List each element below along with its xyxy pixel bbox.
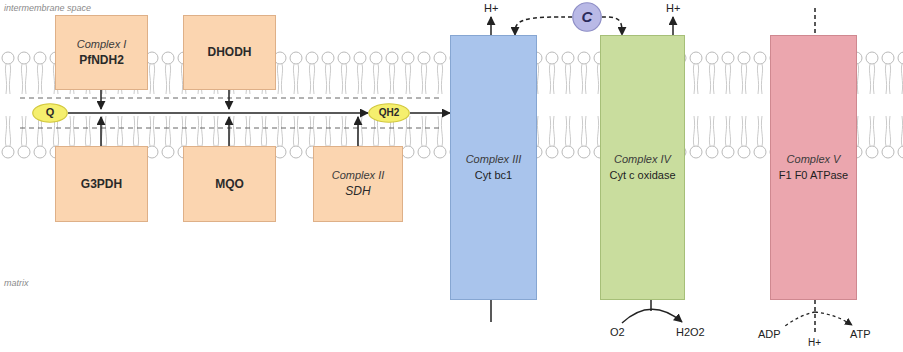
electron-arrow — [100, 117, 102, 146]
molecule-label: H2O2 — [676, 326, 705, 339]
ion-label: H+ — [666, 2, 680, 15]
electron-arrow — [228, 90, 230, 109]
electron-arrow — [357, 117, 359, 146]
reaction-arrow — [622, 309, 682, 323]
dehydrogenase-box: G3PDH — [55, 146, 148, 222]
matrix-line — [490, 300, 492, 322]
quinone-ellipse: Q — [32, 103, 68, 123]
complex-box: Complex III Cyt bc1 — [450, 35, 537, 300]
proton-path — [814, 8, 816, 33]
proton-arrow — [672, 17, 674, 35]
ellipse-shape — [573, 3, 602, 32]
ion-label: H+ — [808, 337, 821, 349]
complex-name: Complex V — [787, 153, 841, 166]
electron-arrow — [228, 117, 230, 146]
node-text: G3PDH — [81, 177, 122, 191]
proton-path — [814, 300, 816, 334]
adp-arrow — [785, 312, 815, 326]
q-pool-bound — [20, 98, 440, 99]
ellipse-shape — [33, 104, 68, 123]
ion-label: H+ — [484, 2, 498, 15]
region-label: intermembrane space — [4, 3, 91, 14]
node-text: PfNDH2 — [79, 53, 124, 67]
node-text: DHODH — [208, 45, 252, 59]
molecule-label: O2 — [610, 326, 625, 339]
dehydrogenase-box: Complex II SDH — [313, 146, 403, 222]
dehydrogenase-box: Complex I PfNDH2 — [55, 15, 148, 90]
molecule-label: ATP — [850, 328, 871, 341]
complex-box: Complex V F1 F0 ATPase — [770, 35, 857, 300]
quinol-ellipse: QH2 — [368, 103, 410, 123]
node-text: C — [582, 8, 593, 26]
electron-transfer-dashed — [515, 17, 572, 35]
node-text: F1 F0 ATPase — [779, 169, 849, 182]
region-label: matrix — [4, 278, 29, 289]
dehydrogenase-box: MQO — [183, 146, 276, 222]
complex-name: Complex II — [332, 169, 385, 182]
node-text: Cyt bc1 — [475, 169, 512, 182]
node-text: MQO — [215, 177, 244, 191]
node-text: QH2 — [379, 107, 400, 119]
atp-arrow — [815, 312, 852, 325]
proton-arrow — [490, 17, 492, 35]
complex-box: Complex IV Cyt c oxidase — [600, 35, 685, 300]
cytochrome-c-circle: C — [572, 2, 602, 32]
electron-arrow — [100, 90, 102, 109]
node-text: SDH — [345, 184, 370, 198]
complex-name: Complex IV — [614, 153, 671, 166]
node-text: Q — [46, 106, 55, 119]
complex-name: Complex III — [466, 153, 522, 166]
molecule-label: ADP — [758, 328, 781, 341]
electron-transfer-arrow — [410, 112, 450, 114]
q-pool-bound — [20, 128, 440, 129]
node-text: Cyt c oxidase — [609, 169, 675, 182]
electron-transfer-dashed — [602, 17, 622, 35]
complex-name: Complex I — [77, 38, 127, 51]
dehydrogenase-box: DHODH — [183, 15, 276, 90]
ellipse-shape — [369, 104, 410, 123]
electron-transfer-arrow — [68, 112, 368, 114]
